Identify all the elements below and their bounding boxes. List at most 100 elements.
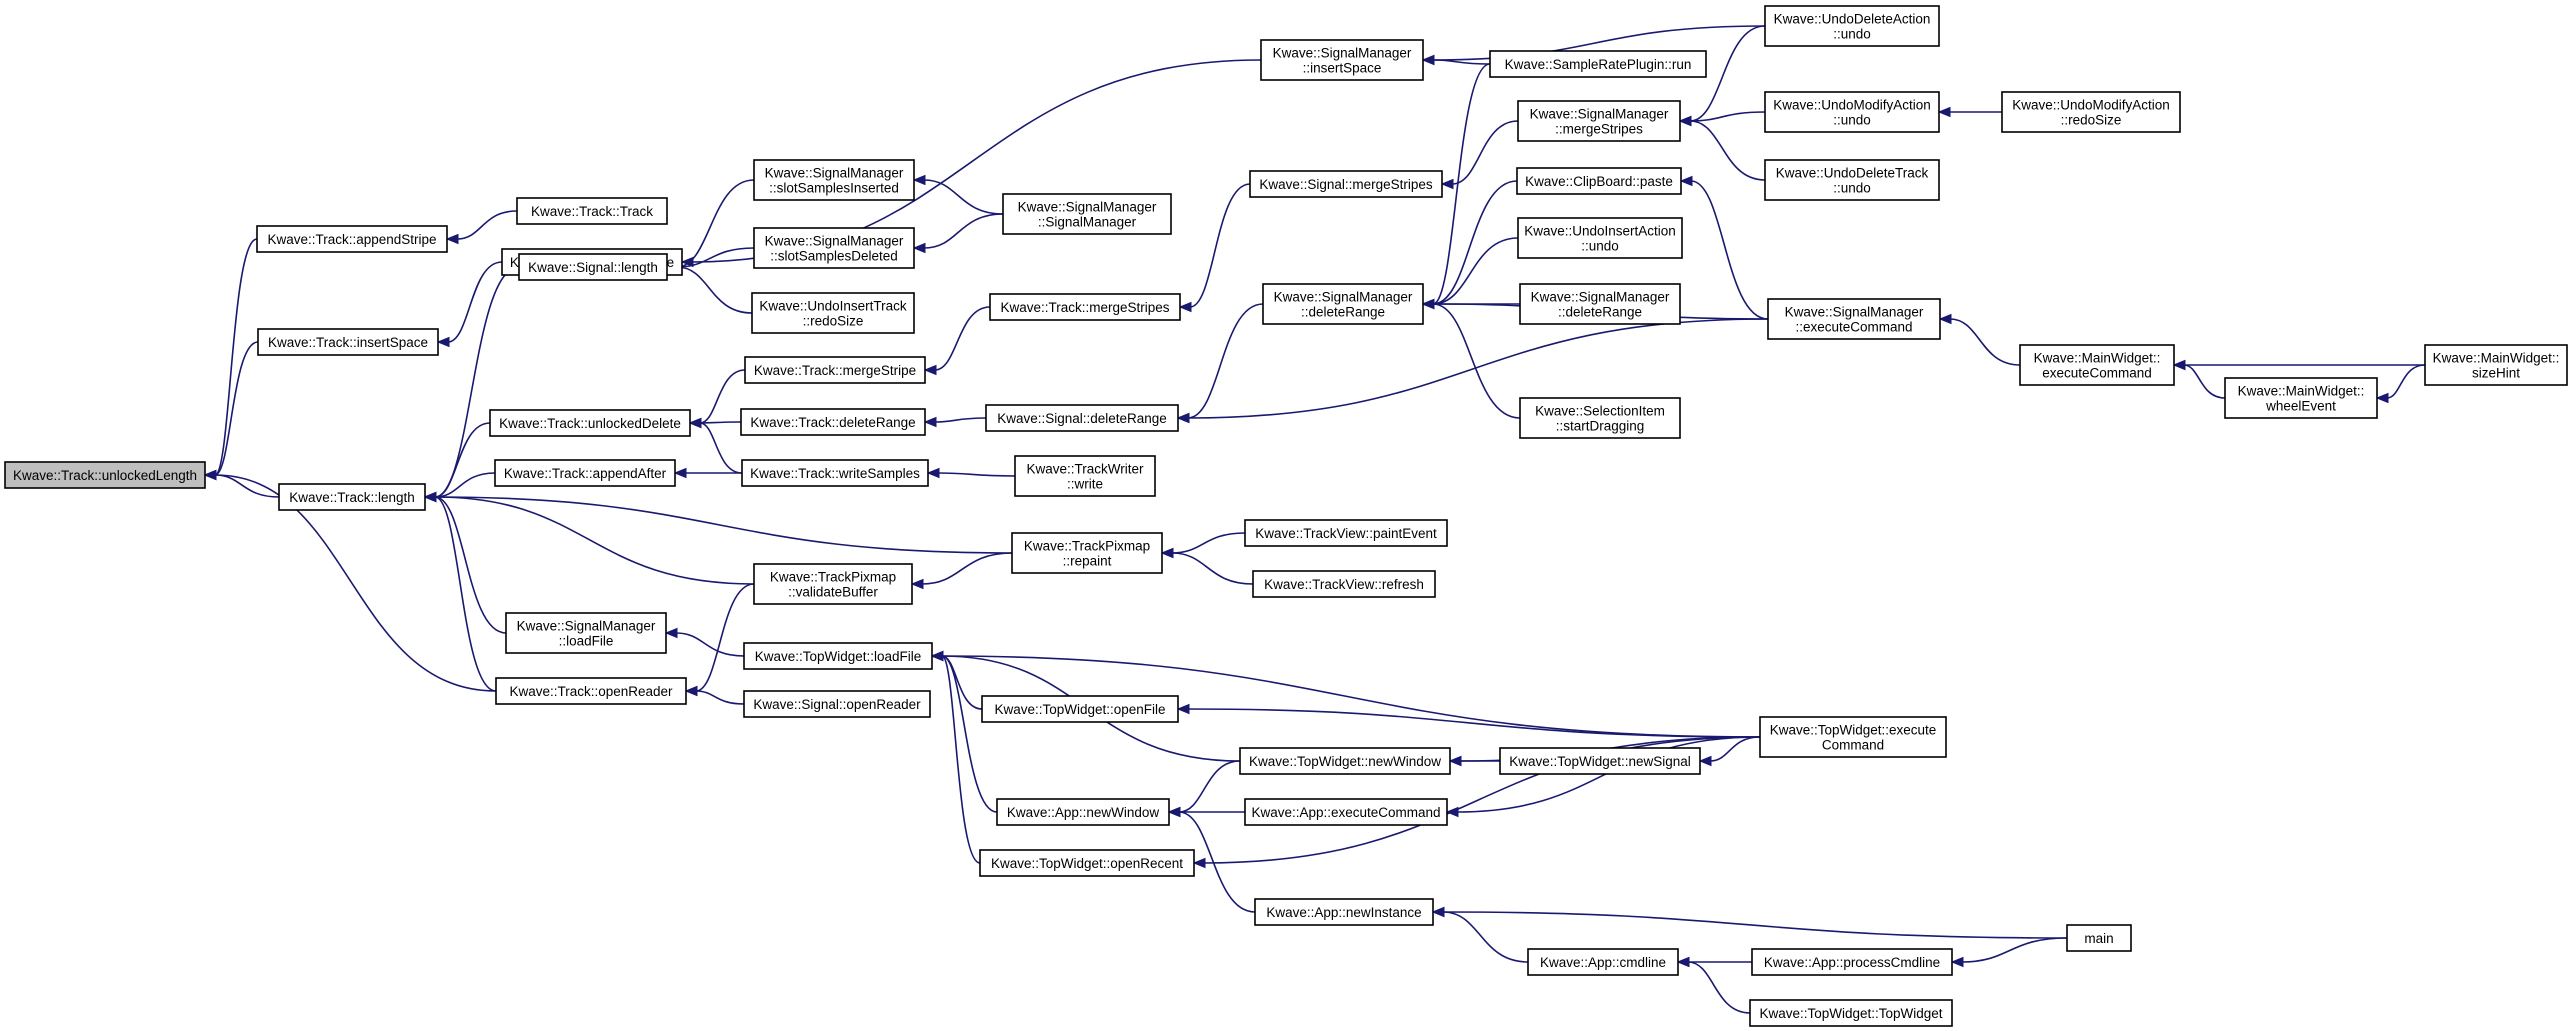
- edge-arrowhead: [1176, 412, 1190, 424]
- graph-node[interactable]: Kwave::Track::appendStripe: [256, 225, 448, 253]
- node-box: [1517, 217, 1683, 259]
- graph-node[interactable]: Kwave::Track::mergeStripes: [989, 293, 1181, 321]
- call-edge: [1709, 736, 1761, 762]
- graph-node[interactable]: Kwave::App::cmdline: [1527, 948, 1679, 976]
- graph-node[interactable]: Kwave::App::newWindow: [996, 798, 1170, 826]
- node-label: Kwave::TrackView::refresh: [1264, 577, 1424, 592]
- call-edge: [1178, 811, 1256, 913]
- graph-node[interactable]: Kwave::Track::unlockedLength: [4, 461, 206, 489]
- node-label: executeCommand: [2042, 366, 2152, 381]
- graph-node[interactable]: Kwave::Track::unlockedDelete: [489, 409, 691, 437]
- graph-node[interactable]: Kwave::ClipBoard::paste: [1516, 167, 1682, 195]
- graph-node[interactable]: Kwave::MainWidget::executeCommand: [2019, 344, 2175, 386]
- node-box: [979, 849, 1195, 877]
- call-edge: [937, 472, 1016, 477]
- edge-arrowhead: [923, 364, 937, 376]
- graph-node[interactable]: Kwave::SignalManager::slotSamplesInserte…: [753, 159, 915, 201]
- node-label: ::redoSize: [803, 314, 864, 329]
- graph-node[interactable]: Kwave::TopWidget::newWindow: [1239, 747, 1451, 775]
- graph-node[interactable]: Kwave::SignalManager::loadFile: [505, 612, 667, 654]
- graph-node[interactable]: Kwave::Track::deleteRange: [740, 408, 926, 436]
- graph-node[interactable]: Kwave::TopWidget::openFile: [981, 695, 1179, 723]
- graph-node[interactable]: Kwave::TopWidget::newSignal: [1499, 747, 1701, 775]
- graph-node[interactable]: Kwave::TrackView::refresh: [1252, 570, 1436, 598]
- node-box: [1489, 50, 1707, 78]
- call-edge: [695, 583, 755, 692]
- graph-node[interactable]: Kwave::TopWidget::TopWidget: [1749, 999, 1953, 1027]
- node-label: Kwave::App::newWindow: [1007, 805, 1160, 820]
- graph-node[interactable]: Kwave::Signal::openReader: [743, 690, 931, 718]
- graph-node[interactable]: Kwave::Track::writeSamples: [741, 459, 929, 487]
- edge-arrowhead: [1440, 178, 1454, 190]
- graph-node[interactable]: Kwave::Signal::mergeStripes: [1249, 170, 1443, 198]
- edge-arrowhead: [423, 491, 437, 503]
- node-layer: Kwave::Track::unlockedLengthKwave::Track…: [4, 5, 2568, 1027]
- node-label: Kwave::TrackPixmap: [1024, 539, 1150, 554]
- graph-node[interactable]: Kwave::SelectionItem::startDragging: [1519, 397, 1681, 439]
- graph-node[interactable]: Kwave::SignalManager::deleteRange: [1262, 283, 1424, 325]
- graph-node[interactable]: Kwave::App::processCmdline: [1751, 948, 1953, 976]
- graph-node[interactable]: Kwave::Track::insertSpace: [257, 328, 439, 356]
- node-box: [753, 563, 913, 605]
- node-label: Kwave::SignalManager: [1530, 107, 1669, 122]
- call-edge: [695, 690, 745, 705]
- node-box: [494, 459, 676, 487]
- graph-node[interactable]: Kwave::UndoInsertAction::undo: [1517, 217, 1683, 259]
- edge-arrowhead: [445, 233, 459, 245]
- graph-node[interactable]: Kwave::Signal::deleteRange: [985, 404, 1179, 432]
- graph-node[interactable]: Kwave::SignalManager::deleteRange: [1519, 283, 1681, 325]
- node-box: [751, 292, 915, 334]
- node-label: ::deleteRange: [1558, 305, 1642, 320]
- node-box: [495, 677, 687, 705]
- call-edge: [1432, 63, 1491, 305]
- node-label: Kwave::UndoInsertAction: [1524, 224, 1676, 239]
- graph-node[interactable]: Kwave::Track::Track: [516, 197, 668, 225]
- graph-node[interactable]: main: [2066, 924, 2132, 952]
- graph-node[interactable]: Kwave::TrackPixmap::repaint: [1011, 532, 1163, 574]
- edge-arrowhead: [1421, 54, 1435, 66]
- edge-arrowhead: [923, 416, 937, 428]
- graph-node[interactable]: Kwave::SampleRatePlugin::run: [1489, 50, 1707, 78]
- graph-node[interactable]: Kwave::SignalManager::executeCommand: [1767, 298, 1941, 340]
- graph-node[interactable]: Kwave::TopWidget::loadFile: [743, 642, 933, 670]
- graph-node[interactable]: Kwave::SignalManager::slotSamplesDeleted: [753, 227, 915, 269]
- graph-node[interactable]: Kwave::SignalManager::SignalManager: [1002, 193, 1172, 235]
- node-label: Kwave::MainWidget::: [2034, 351, 2161, 366]
- graph-node[interactable]: Kwave::TrackView::paintEvent: [1244, 519, 1448, 547]
- node-box: [489, 409, 691, 437]
- node-label: Kwave::UndoInsertTrack: [759, 299, 907, 314]
- graph-node[interactable]: Kwave::TopWidget::executeCommand: [1759, 716, 1947, 758]
- graph-node[interactable]: Kwave::Track::mergeStripe: [744, 356, 926, 384]
- graph-node[interactable]: Kwave::Track::appendAfter: [494, 459, 676, 487]
- graph-node[interactable]: Kwave::UndoDeleteAction::undo: [1764, 5, 1940, 47]
- graph-node[interactable]: Kwave::UndoDeleteTrack::undo: [1764, 159, 1940, 201]
- graph-node[interactable]: Kwave::TopWidget::openRecent: [979, 849, 1195, 877]
- node-label: Kwave::Track::length: [289, 490, 415, 505]
- graph-node[interactable]: Kwave::MainWidget::sizeHint: [2424, 344, 2568, 386]
- node-box: [1262, 283, 1424, 325]
- graph-node[interactable]: Kwave::Signal::length: [518, 253, 668, 281]
- node-label: Kwave::MainWidget::: [2238, 384, 2365, 399]
- graph-node[interactable]: Kwave::SignalManager::mergeStripes: [1517, 100, 1681, 142]
- node-label: Kwave::App::newInstance: [1266, 905, 1421, 920]
- graph-node[interactable]: Kwave::TrackWriter::write: [1014, 455, 1156, 497]
- graph-node[interactable]: Kwave::App::newInstance: [1254, 898, 1434, 926]
- node-label: Kwave::TopWidget::loadFile: [755, 649, 922, 664]
- graph-node[interactable]: Kwave::Track::length: [278, 483, 426, 511]
- edge-arrowhead: [1679, 175, 1693, 187]
- graph-node[interactable]: Kwave::App::executeCommand: [1244, 798, 1448, 826]
- node-label: ::deleteRange: [1301, 305, 1385, 320]
- graph-node[interactable]: Kwave::UndoModifyAction::redoSize: [2001, 91, 2181, 133]
- node-box: [753, 159, 915, 201]
- graph-node[interactable]: Kwave::UndoModifyAction::undo: [1764, 91, 1940, 133]
- graph-node[interactable]: Kwave::Track::openReader: [495, 677, 687, 705]
- graph-node[interactable]: Kwave::SignalManager::insertSpace: [1260, 39, 1424, 81]
- node-box: [1011, 532, 1163, 574]
- node-label: Kwave::SelectionItem: [1535, 404, 1665, 419]
- edge-layer: [203, 25, 2426, 1014]
- graph-node[interactable]: Kwave::UndoInsertTrack::redoSize: [751, 292, 915, 334]
- node-box: [1254, 898, 1434, 926]
- graph-node[interactable]: Kwave::TrackPixmap::validateBuffer: [753, 563, 913, 605]
- graph-node[interactable]: Kwave::MainWidget::wheelEvent: [2224, 377, 2378, 419]
- node-label: Kwave::UndoDeleteAction: [1774, 12, 1931, 27]
